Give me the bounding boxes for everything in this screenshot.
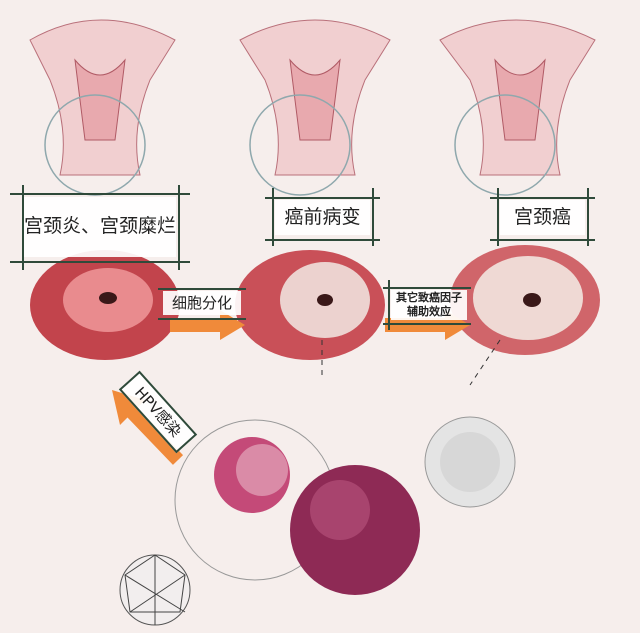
hpv-virus-wireframe: [119, 554, 191, 626]
hpv-virus-gray: [424, 416, 516, 508]
cervix-disc-normal: [30, 250, 180, 360]
stage-label-text: 宫颈癌: [500, 200, 585, 235]
hpv-virus-pink: [214, 437, 290, 513]
stage-label-text: 宫颈炎、宫颈糜烂: [24, 197, 176, 257]
cervix-disc-precancer: [235, 250, 385, 380]
uterus-drawing-normal: [29, 19, 176, 196]
uterus-drawing-cancer: [439, 19, 596, 196]
hpv-virus-purple: [290, 465, 420, 595]
stage-label-text: 癌前病变: [275, 200, 370, 235]
cervix-disc-cancer: [450, 245, 600, 386]
transition-label-text: 其它致癌因子辅助效应: [391, 290, 467, 320]
transition-label-text: 细胞分化: [163, 291, 241, 315]
uterus-drawing-precancer: [239, 19, 391, 196]
arrow-cell-differentiation: [170, 310, 245, 340]
